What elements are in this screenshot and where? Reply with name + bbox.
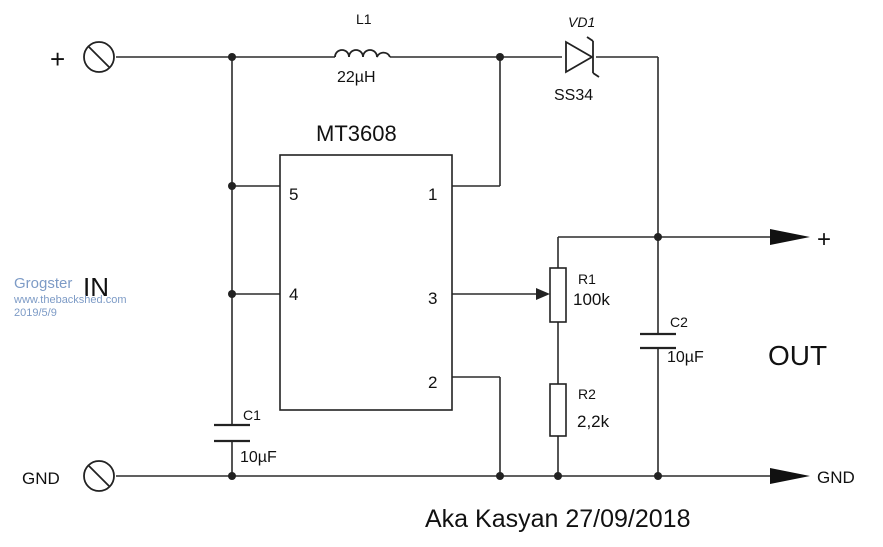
- author-credit: Aka Kasyan 27/09/2018: [425, 505, 690, 533]
- diode-ref: VD1: [568, 14, 595, 30]
- junctions: [228, 53, 662, 480]
- chip-pin-2: 2: [428, 373, 437, 392]
- output-side-label: OUT: [768, 340, 827, 371]
- cap-in-ref: C1: [243, 407, 261, 423]
- cap-in-value: 10µF: [240, 449, 277, 466]
- inductor-l1: [334, 49, 391, 58]
- resistor-value: 2,2k: [577, 412, 610, 431]
- input-side-label: IN: [83, 272, 109, 302]
- watermark-name: Grogster: [14, 275, 72, 292]
- chip-name: MT3608: [316, 121, 397, 146]
- diode-vd1: [565, 36, 600, 78]
- inductor-value: 22µH: [337, 69, 376, 86]
- wires: [116, 56, 770, 477]
- capacitor-c1: [214, 423, 250, 443]
- input-plus-label: +: [50, 44, 65, 74]
- input-plus-terminal: [83, 41, 115, 73]
- resistor-r2: [549, 383, 567, 437]
- chip-pin-5: 5: [289, 185, 298, 204]
- output-gnd-arrow: [770, 468, 810, 484]
- diode-value: SS34: [554, 87, 593, 104]
- resistor-ref: R2: [578, 386, 596, 402]
- cap-out-value: 10µF: [667, 349, 704, 366]
- capacitor-c2: [640, 332, 676, 350]
- pot-value: 100k: [573, 290, 610, 309]
- output-plus-label: +: [817, 226, 831, 253]
- watermark-date: 2019/5/9: [14, 307, 57, 319]
- output-plus-arrow: [770, 229, 810, 245]
- output-gnd-label: GND: [817, 468, 855, 487]
- chip-pin-1: 1: [428, 185, 437, 204]
- pot-ref: R1: [578, 271, 596, 287]
- pot-wiper-arrow: [536, 288, 550, 300]
- input-gnd-label: GND: [22, 469, 60, 488]
- chip-pin-4: 4: [289, 285, 298, 304]
- input-gnd-terminal: [83, 460, 115, 492]
- watermark-site: www.thebackshed.com: [13, 294, 127, 306]
- cap-out-ref: C2: [670, 314, 688, 330]
- inductor-ref: L1: [356, 11, 372, 27]
- potentiometer-r1: [549, 267, 567, 323]
- chip-body: [279, 154, 453, 411]
- chip-pin-3: 3: [428, 289, 437, 308]
